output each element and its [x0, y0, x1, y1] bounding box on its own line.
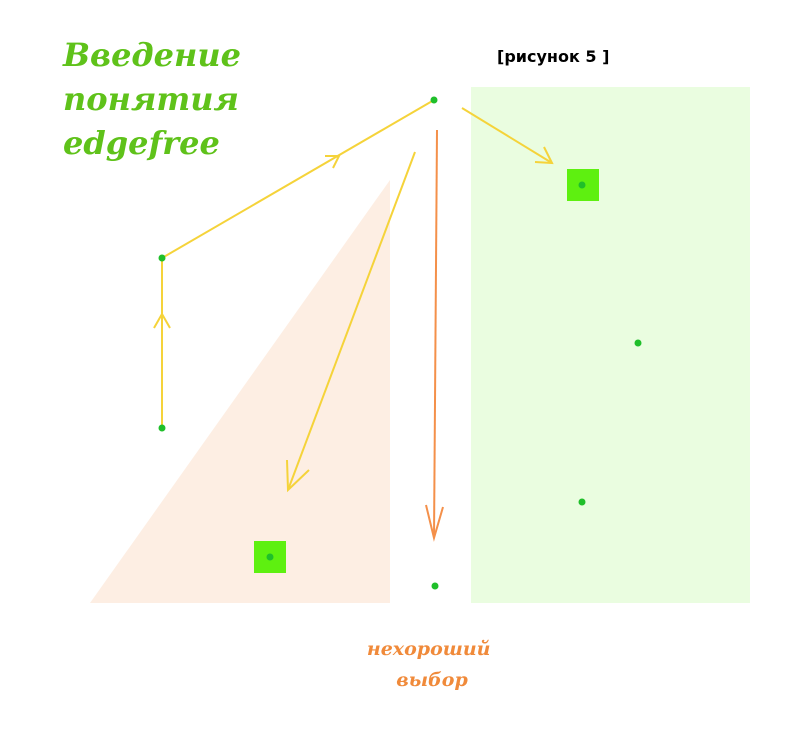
title-line-1: Введение [62, 36, 241, 74]
arrow-up-head [153, 311, 171, 329]
bad-choice-arrow [433, 129, 438, 539]
node-lower-square [266, 553, 274, 561]
node-right-lower [578, 498, 586, 506]
note-line-2: выбор [396, 669, 468, 691]
title-line-2: понятия [63, 80, 239, 118]
title-line-3: edgefree [63, 124, 220, 162]
node-right-middle [634, 339, 642, 347]
arrow-diagonal-head [325, 155, 341, 169]
bad-choice-note: нехороший выбор [367, 638, 497, 691]
node-bottom [431, 582, 439, 590]
note-line-1: нехороший [367, 638, 491, 660]
arrow-to-lower-square [287, 151, 416, 491]
node-left-bottom [158, 424, 166, 432]
bad-choice-arrow-head [425, 504, 444, 542]
arrow-to-lower-square-head [286, 459, 310, 493]
arrow-to-upper-square [461, 107, 553, 164]
triangle-region [90, 180, 390, 603]
node-upper-square [578, 181, 586, 189]
node-left [158, 254, 166, 262]
arrow-diagonal-path [161, 99, 435, 259]
node-top [430, 96, 438, 104]
rectangle-region [471, 87, 750, 603]
figure-caption: [рисунок 5 ] [497, 47, 609, 66]
title: Введение понятия edgefree [62, 36, 252, 162]
arrow-to-upper-square-head [534, 146, 554, 165]
